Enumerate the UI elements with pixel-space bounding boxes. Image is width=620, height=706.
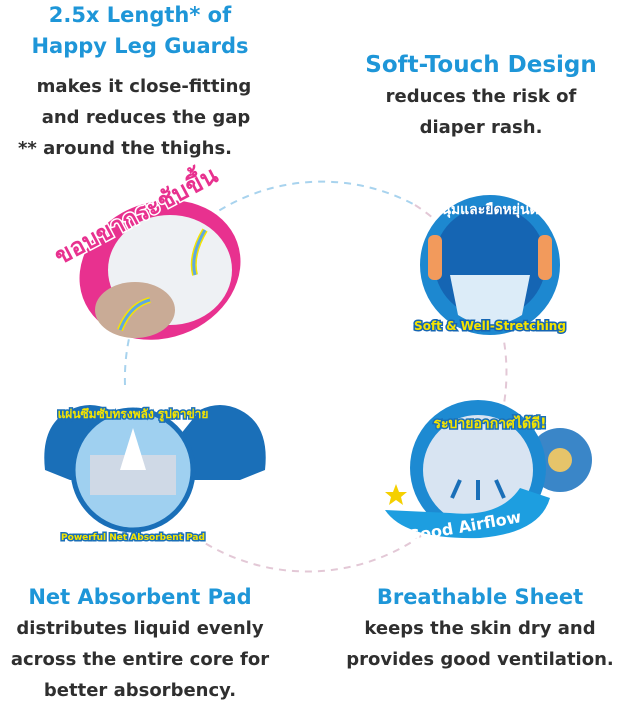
star-icon	[385, 484, 407, 505]
feature-net-pad: Net Absorbent Pad distributes liquid eve…	[0, 582, 280, 706]
soft-touch-badge: นุ่มและยืดหยุ่นดี Soft & Well-Stretching	[413, 191, 567, 339]
absorbent-pad-badge: แผ่นซึมซับทรงพลัง รูปตาข่าย Powerful Net…	[44, 405, 266, 545]
leg-guard-badge: ขอบขากระชับขึ้น	[46, 155, 241, 340]
feature-title: Soft-Touch Design	[365, 52, 597, 78]
feature-title: Breathable Sheet	[376, 585, 584, 609]
badge-sublabel: Powerful Net Absorbent Pad	[61, 533, 205, 543]
badge-label: ระบายอากาศได้ดี!	[433, 414, 546, 432]
feature-title: Net Absorbent Pad	[28, 585, 252, 609]
badge-label: นุ่มและยืดหยุ่นดี	[441, 202, 538, 218]
badge-label: แผ่นซึมซับทรงพลัง รูปตาข่าย	[58, 407, 209, 422]
airflow-badge: ระบายอากาศได้ดี! Good Airflow	[385, 400, 592, 546]
dashed-connector-blue	[123, 180, 416, 386]
badge-sublabel: Soft & Well-Stretching	[414, 319, 566, 333]
